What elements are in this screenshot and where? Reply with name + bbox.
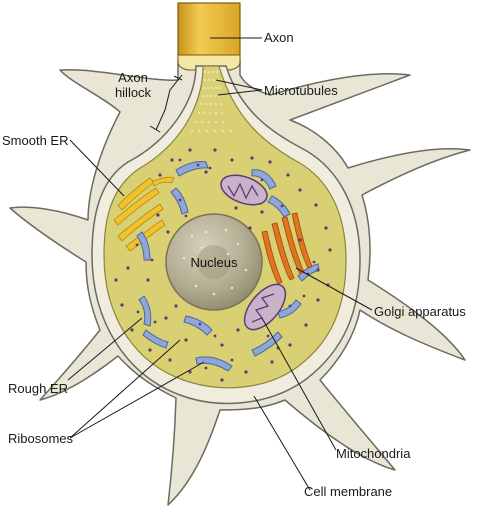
label-axon-hillock: Axon hillock — [108, 70, 158, 100]
label-cell-membrane: Cell membrane — [304, 484, 393, 499]
axon — [177, 2, 241, 71]
label-axon-hillock-line2: hillock — [114, 85, 152, 100]
label-axon-hillock-line1: Axon — [118, 70, 148, 85]
mitochondria — [220, 174, 287, 331]
leader-mitochondria — [261, 317, 337, 451]
leader-ribosomes-2 — [69, 361, 205, 439]
leader-microtubules-1 — [215, 79, 263, 91]
label-rough-er: Rough ER — [8, 381, 68, 396]
label-nucleus: Nucleus — [190, 255, 238, 270]
label-ribosomes: Ribosomes — [8, 431, 74, 446]
label-axon: Axon — [264, 30, 294, 45]
nucleus — [165, 213, 263, 311]
leader-ribosomes-1 — [69, 339, 181, 439]
leader-axon-hillock — [155, 74, 183, 131]
leader-lines — [67, 37, 373, 491]
axon-shaft — [177, 2, 241, 59]
smooth-er — [113, 176, 175, 252]
microtubules — [190, 70, 233, 133]
label-golgi-apparatus: Golgi apparatus — [374, 304, 466, 319]
golgi-apparatus — [261, 212, 313, 285]
leader-golgi — [295, 267, 373, 311]
leader-rough-er — [67, 317, 143, 381]
leader-smooth-er — [69, 139, 125, 197]
leader-microtubules-2 — [217, 89, 263, 96]
label-microtubules: Microtubules — [264, 83, 338, 98]
leader-cell-membrane — [253, 395, 311, 491]
label-smooth-er: Smooth ER — [2, 133, 69, 148]
rough-er — [136, 161, 320, 372]
label-mitochondria: Mitochondria — [336, 446, 411, 461]
